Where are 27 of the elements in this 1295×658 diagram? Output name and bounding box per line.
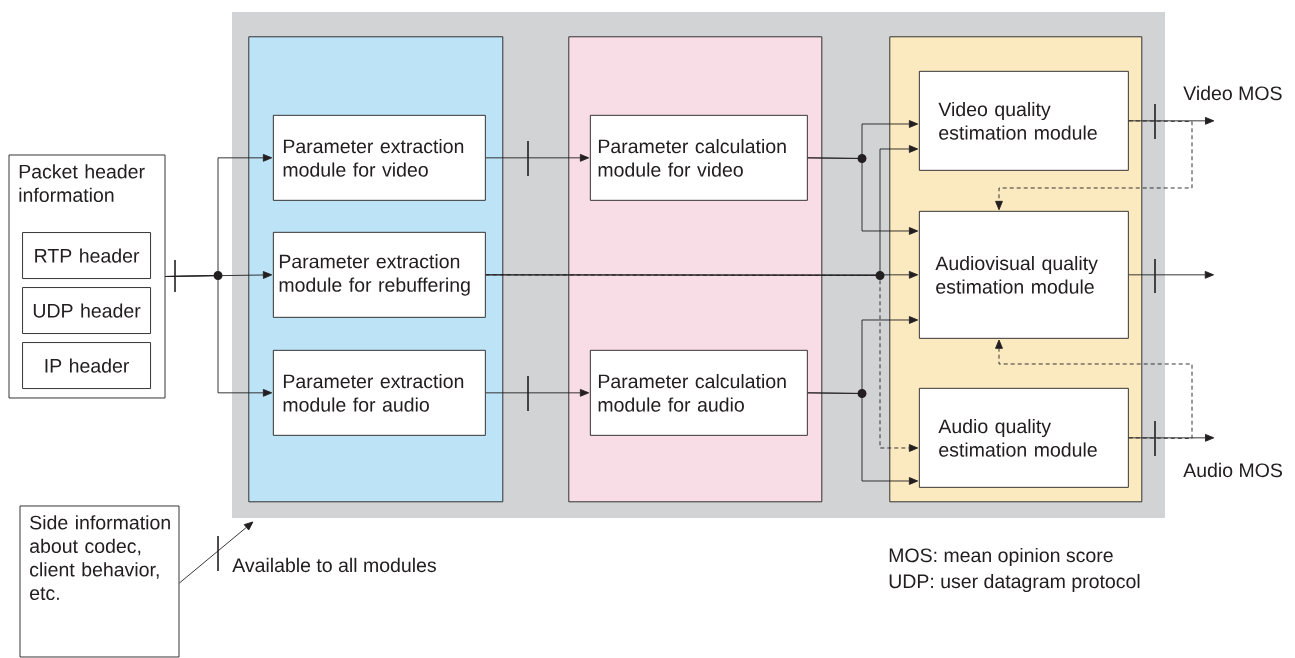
side-info-box: Side information about codec, client behavior, etc. — [19, 505, 180, 658]
module-box: Audio quality estimation module — [918, 387, 1129, 488]
arrow — [165, 275, 273, 397]
module-box: Parameter calculation module for audio — [589, 349, 808, 436]
note-text: MOS: mean opinion score — [889, 547, 1113, 567]
header-field-box: RTP header — [22, 232, 151, 279]
dashed-arrow — [995, 120, 1193, 211]
module-box: Parameter calculation module for video — [589, 114, 808, 201]
output-label: Video MOS — [1183, 85, 1282, 101]
header-field-box: IP header — [22, 342, 151, 389]
dashed-arrow — [995, 339, 1193, 439]
module-box: Parameter extraction module for audio — [272, 349, 486, 436]
output-label: Audio MOS — [1183, 462, 1282, 478]
arrow — [807, 157, 919, 235]
module-box: Parameter extraction module for rebuffering — [272, 231, 486, 318]
module-box: Video quality estimation module — [918, 70, 1129, 171]
note-text: UDP: user datagram protocol — [889, 573, 1140, 593]
module-box: Audiovisual quality estimation module — [918, 210, 1129, 339]
header-field-box: UDP header — [22, 287, 151, 334]
arrow — [1128, 270, 1215, 279]
arrow — [179, 521, 254, 584]
arrow — [807, 392, 919, 485]
note-text: Available to all modules — [232, 557, 436, 573]
arrow — [485, 388, 590, 397]
module-box: Parameter extraction module for video — [272, 114, 486, 201]
arrow — [485, 153, 590, 162]
dashed-arrow — [485, 274, 919, 452]
